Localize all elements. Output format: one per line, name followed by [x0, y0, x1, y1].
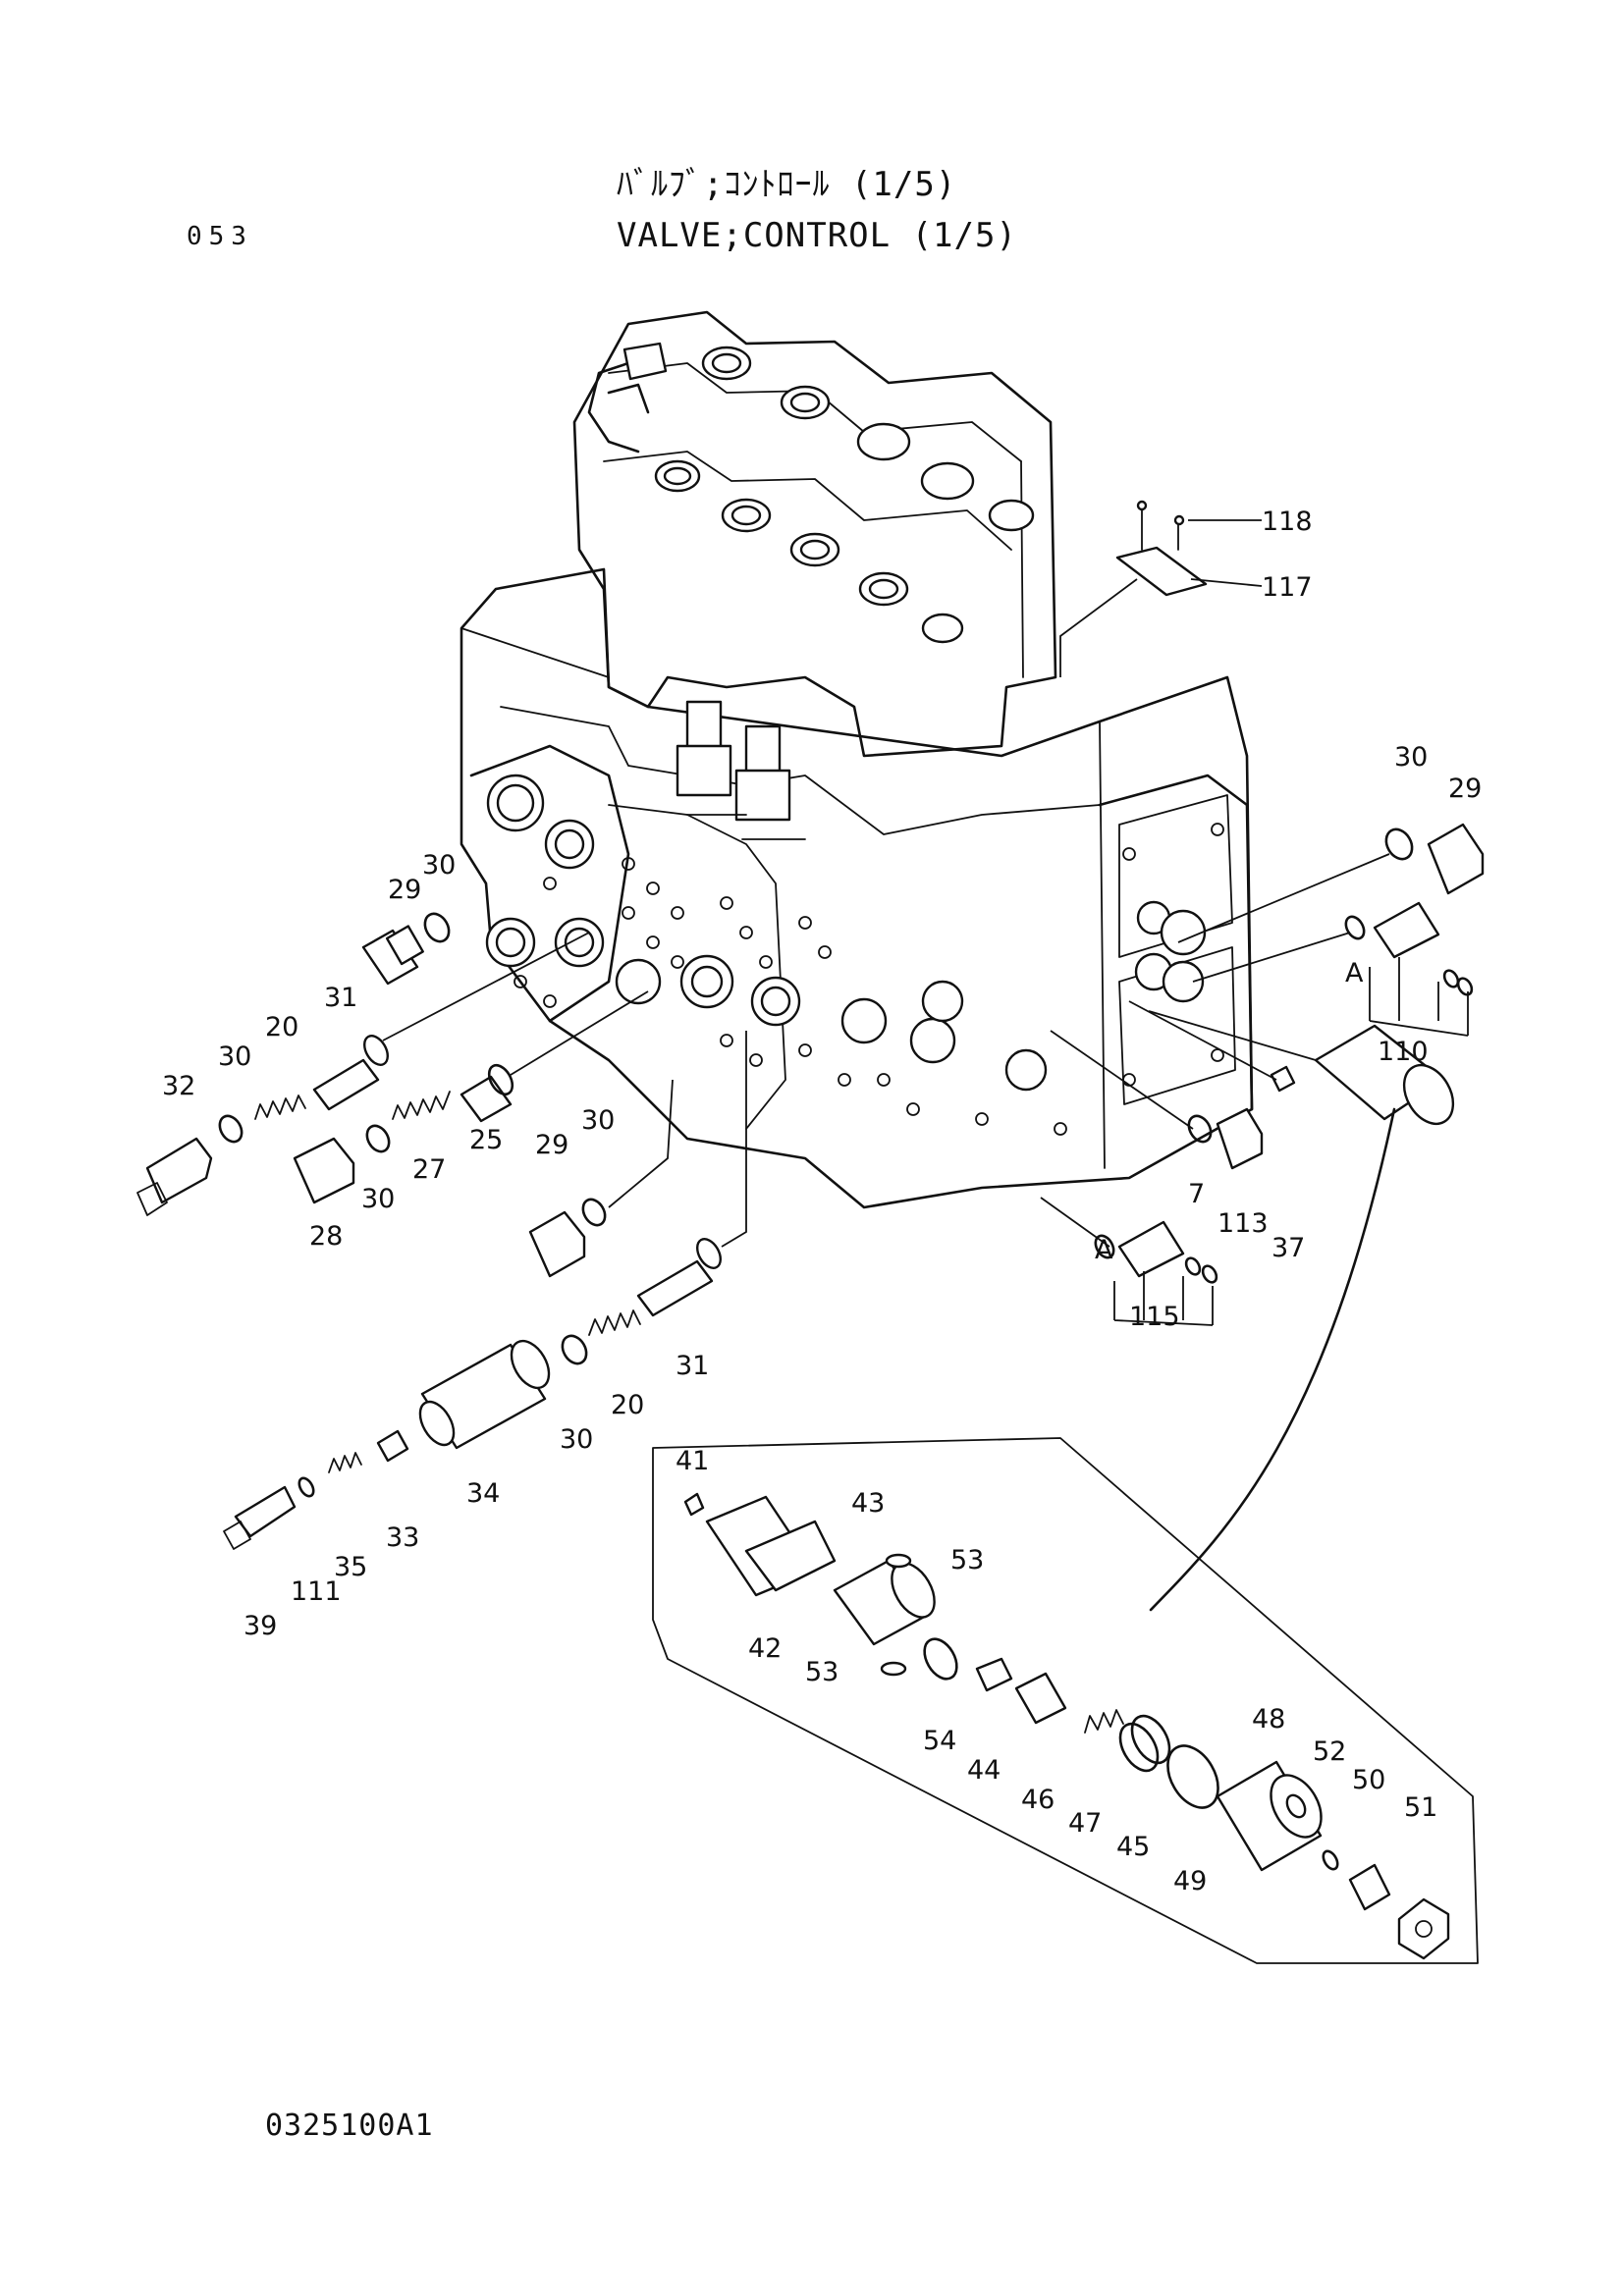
callout-20: 20 [611, 1390, 644, 1420]
callout-labels: 118 117 30 29 A 110 29 30 31 20 30 32 25… [162, 507, 1482, 1896]
callout-110: 110 [1378, 1037, 1429, 1067]
callout-30: 30 [581, 1105, 615, 1136]
left-exploded-parts [136, 912, 747, 1550]
control-valve-body [460, 310, 1254, 1209]
callout-52: 52 [1313, 1736, 1346, 1767]
callout-28: 28 [309, 1221, 343, 1252]
callout-25: 25 [469, 1125, 503, 1155]
callout-41: 41 [676, 1446, 709, 1476]
callout-30: 30 [1394, 742, 1428, 773]
diagram-title-english: VALVE;CONTROL (1/5) [617, 216, 1017, 255]
callout-35: 35 [334, 1552, 367, 1582]
callout-31: 31 [324, 983, 357, 1013]
callout-53: 53 [805, 1657, 839, 1687]
callout-A: A [1345, 958, 1364, 988]
callout-7: 7 [1188, 1179, 1205, 1209]
diagram-title-japanese: ﾊﾞﾙﾌﾞ;ｺﾝﾄﾛｰﾙ (1/5) [617, 165, 957, 204]
callout-30: 30 [422, 850, 456, 881]
callout-51: 51 [1404, 1792, 1437, 1823]
bolt-hole-pattern [514, 823, 1224, 1136]
right-exploded-parts [1040, 823, 1485, 1326]
drawing-number: 0325100A1 [265, 2109, 434, 2143]
callout-111: 111 [291, 1576, 342, 1607]
callout-31: 31 [676, 1351, 709, 1381]
callout-113: 113 [1217, 1208, 1269, 1239]
callout-43: 43 [851, 1488, 885, 1519]
callout-118: 118 [1262, 507, 1313, 537]
callout-29: 29 [388, 875, 421, 905]
callout-117: 117 [1262, 572, 1313, 603]
callout-39: 39 [243, 1611, 277, 1641]
callout-34: 34 [466, 1478, 500, 1509]
callout-50: 50 [1352, 1765, 1385, 1795]
callout-48: 48 [1252, 1704, 1285, 1735]
callout-42: 42 [748, 1633, 782, 1664]
callout-30: 30 [361, 1184, 395, 1214]
callout-29: 29 [1448, 774, 1482, 804]
callout-46: 46 [1021, 1785, 1055, 1815]
callout-30: 30 [218, 1041, 251, 1072]
callout-47: 47 [1068, 1808, 1102, 1839]
relief-valve-detail-inset [652, 1107, 1479, 1964]
callout-44: 44 [967, 1755, 1001, 1786]
page-number: 053 [187, 222, 253, 251]
callout-A: A [1095, 1235, 1113, 1265]
callout-37: 37 [1271, 1233, 1305, 1263]
callout-45: 45 [1116, 1832, 1150, 1862]
callout-33: 33 [386, 1522, 419, 1553]
callout-20: 20 [265, 1012, 298, 1042]
callout-29: 29 [535, 1130, 568, 1160]
callout-27: 27 [412, 1154, 446, 1185]
callout-115: 115 [1129, 1302, 1180, 1332]
callout-32: 32 [162, 1071, 195, 1101]
callout-53: 53 [950, 1545, 984, 1575]
callout-49: 49 [1173, 1866, 1207, 1896]
callout-54: 54 [923, 1726, 956, 1756]
callout-30: 30 [560, 1424, 593, 1455]
